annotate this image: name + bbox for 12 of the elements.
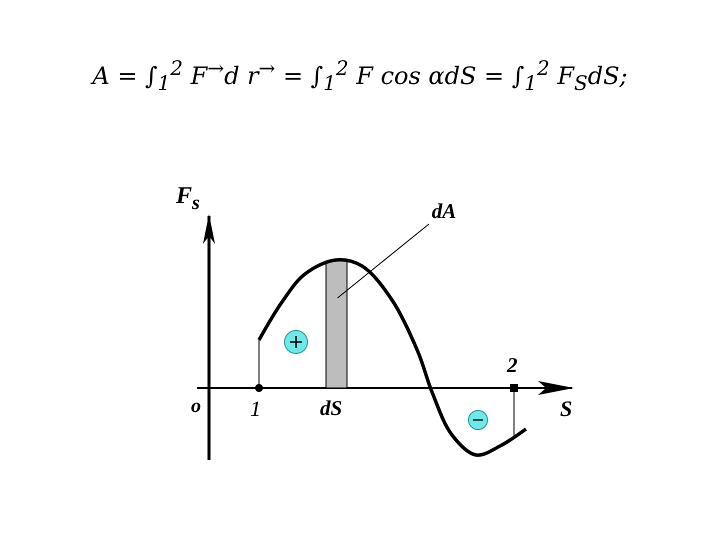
origin-label: o [191, 395, 201, 418]
leader-line [337, 224, 430, 298]
formula: A = ∫$_{1}$$^{2}$ F$^{→}$d r$^{→}$ = ∫$_{1}$$^{2}$ F cos αdS = ∫$_{1}$$^{2}$ F$_{S}$dS; [90, 56, 629, 95]
axis-label: S [560, 396, 572, 422]
sign-badge: + [284, 330, 308, 354]
sign-badge: − [468, 410, 488, 430]
area-label: dA [425, 198, 463, 224]
axis-label: dS [320, 396, 342, 421]
area-strip [326, 260, 348, 388]
point-label: 1 [250, 396, 261, 422]
axis-label: F$_{s}$ [176, 183, 200, 215]
point-label: 2 [507, 353, 518, 378]
